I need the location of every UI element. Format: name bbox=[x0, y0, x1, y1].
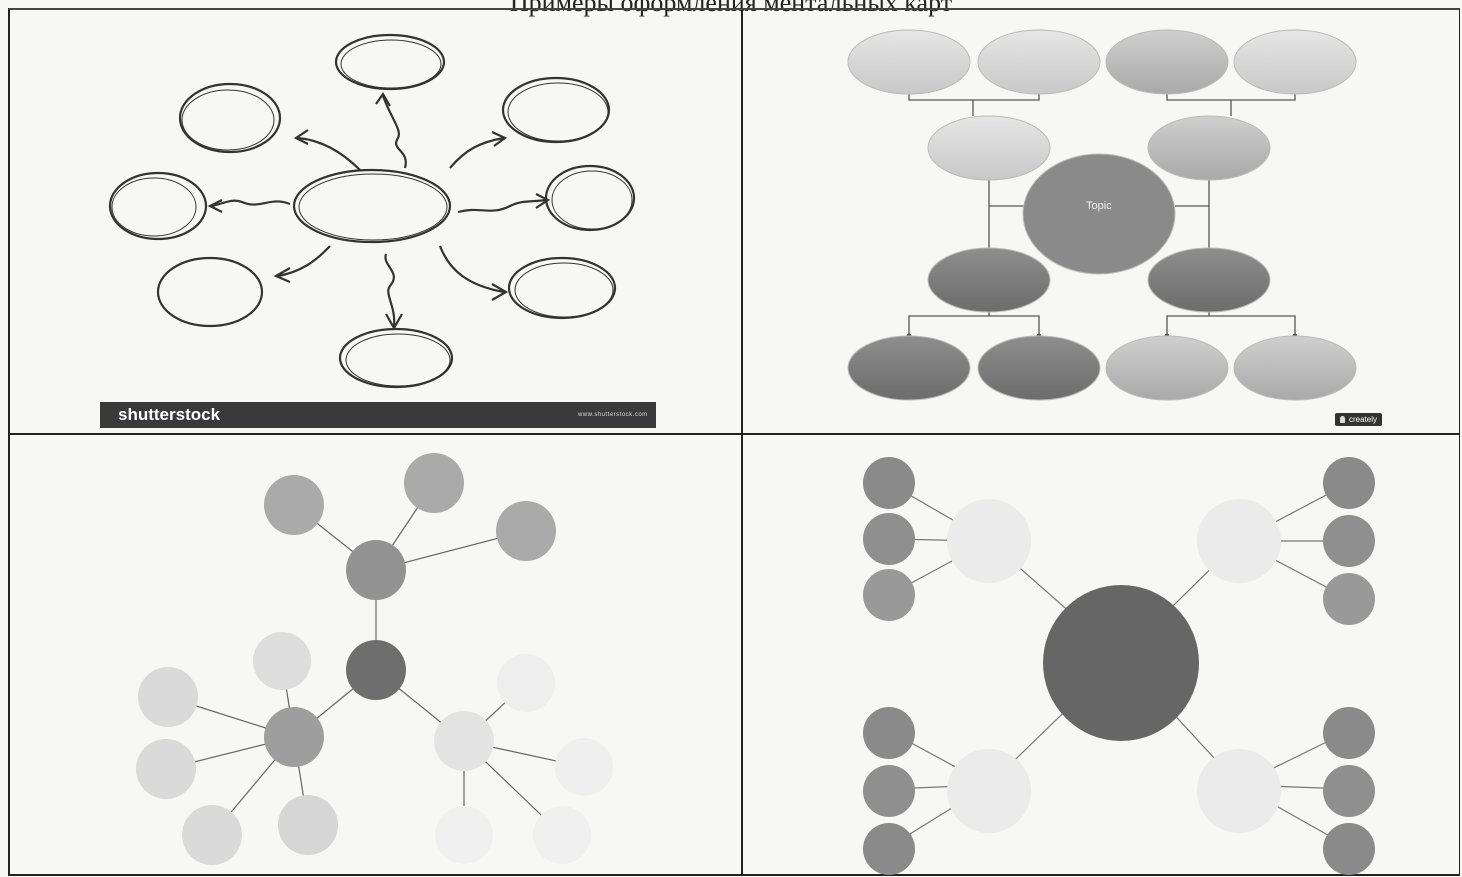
brand-banner: shutterstock bbox=[100, 402, 656, 428]
leaf-node bbox=[1323, 457, 1375, 509]
topic-node bbox=[1022, 153, 1176, 275]
brand-logo: shutterstock bbox=[118, 405, 221, 424]
bubble-node bbox=[533, 806, 591, 864]
leaf-node bbox=[1323, 823, 1375, 875]
center-node bbox=[292, 168, 452, 244]
satellite-node bbox=[156, 256, 264, 328]
bubble-node bbox=[138, 667, 198, 727]
bubble-node bbox=[264, 475, 324, 535]
creately-badge: creately bbox=[1335, 413, 1383, 426]
satellite-node bbox=[501, 76, 611, 144]
brand-url: www.shutterstock.com bbox=[578, 412, 648, 418]
branch-node bbox=[1147, 115, 1271, 181]
satellite-node bbox=[108, 171, 208, 241]
leaf-node bbox=[1233, 29, 1357, 95]
hub-node bbox=[346, 540, 406, 600]
leaf-node bbox=[1323, 515, 1375, 567]
branch-node bbox=[947, 499, 1031, 583]
lightbulb-icon bbox=[1340, 416, 1345, 423]
bubble-node bbox=[496, 501, 556, 561]
branch-node bbox=[927, 115, 1051, 181]
leaf-node bbox=[977, 29, 1101, 95]
figure-hierarchical-mindmap: Topic creately bbox=[743, 10, 1460, 432]
connector-arrow bbox=[277, 245, 331, 278]
table-divider-horizontal bbox=[10, 433, 1460, 435]
satellite-node bbox=[338, 327, 454, 389]
connector-arrow bbox=[457, 198, 547, 214]
branch-node bbox=[1147, 247, 1271, 313]
leaf-node bbox=[863, 707, 915, 759]
leaf-node bbox=[863, 513, 915, 565]
connector-arrow bbox=[449, 136, 505, 169]
satellite-node bbox=[334, 33, 446, 91]
connector-arrow bbox=[438, 245, 505, 294]
bubble-node bbox=[278, 795, 338, 855]
bubble-node bbox=[555, 738, 613, 796]
leaf-node bbox=[1323, 707, 1375, 759]
bubble-node bbox=[136, 739, 196, 799]
leaf-node bbox=[977, 335, 1101, 401]
satellite-node bbox=[507, 256, 617, 320]
bubble-node bbox=[182, 805, 242, 865]
hub-node bbox=[434, 711, 494, 771]
connector-arrow bbox=[211, 199, 291, 208]
figure-bubble-network bbox=[10, 435, 740, 876]
connector-arrow bbox=[384, 253, 396, 327]
satellite-node bbox=[178, 82, 282, 154]
central-node bbox=[1043, 585, 1199, 741]
leaf-node bbox=[1105, 29, 1229, 95]
creately-label: creately bbox=[1349, 415, 1378, 424]
leaf-node bbox=[847, 29, 971, 95]
bubble-node bbox=[497, 654, 555, 712]
bubble-node bbox=[435, 806, 493, 864]
branch-node bbox=[1197, 499, 1281, 583]
leaf-node bbox=[1233, 335, 1357, 401]
leaf-node bbox=[1323, 573, 1375, 625]
leaf-node bbox=[863, 457, 915, 509]
leaf-node bbox=[1323, 765, 1375, 817]
figure-radial-mindmap bbox=[743, 435, 1460, 876]
hub-node bbox=[264, 707, 324, 767]
bubble-network-drawing bbox=[136, 453, 613, 865]
hierarchical-mindmap-drawing bbox=[847, 29, 1357, 401]
bubble-node bbox=[404, 453, 464, 513]
topic-label: Topic bbox=[1086, 200, 1112, 212]
leaf-node bbox=[1105, 335, 1229, 401]
leaf-node bbox=[863, 569, 915, 621]
connector-arrow bbox=[297, 136, 361, 171]
leaf-node bbox=[863, 765, 915, 817]
leaf-node bbox=[847, 335, 971, 401]
branch-node bbox=[927, 247, 1051, 313]
connector-arrow bbox=[381, 95, 407, 169]
bubble-node bbox=[253, 632, 311, 690]
leaf-node bbox=[863, 823, 915, 875]
handdrawn-mindmap-drawing bbox=[108, 33, 636, 389]
branch-node bbox=[947, 749, 1031, 833]
table-divider-vertical bbox=[741, 10, 743, 876]
radial-mindmap-drawing bbox=[863, 457, 1375, 875]
figure-handdrawn-mindmap: shutterstock www.shutterstock.com bbox=[10, 10, 740, 432]
root-node bbox=[346, 640, 406, 700]
figure-table: shutterstock www.shutterstock.com bbox=[8, 8, 1460, 876]
branch-node bbox=[1197, 749, 1281, 833]
